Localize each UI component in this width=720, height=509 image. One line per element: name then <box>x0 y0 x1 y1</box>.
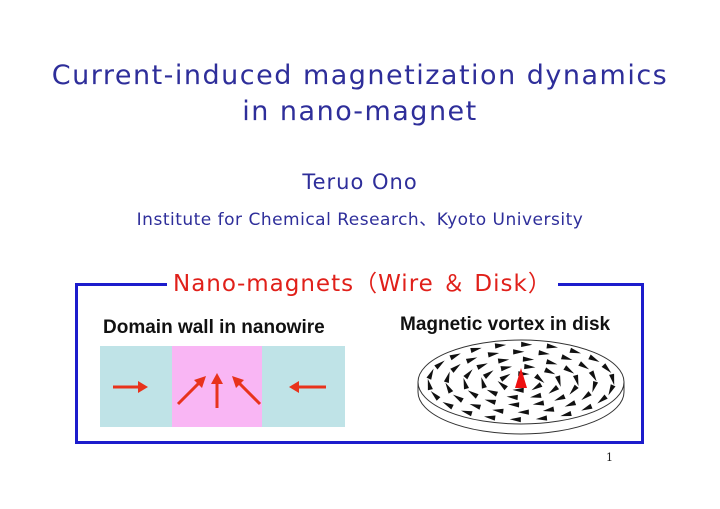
vortex-arrow <box>531 382 543 391</box>
slide-title-line-2: in nano‐magnet <box>242 96 478 127</box>
vortex-arrow <box>532 400 545 406</box>
tilted-arrow-icon <box>211 373 223 408</box>
vortex-arrow <box>463 369 473 380</box>
vortex-arrow <box>601 363 612 373</box>
vortex-arrow <box>513 349 525 355</box>
vortex-arrow <box>512 387 524 393</box>
vortex-arrow <box>506 394 518 401</box>
vortex-arrow <box>434 360 445 370</box>
vortex-arrow <box>450 363 461 373</box>
vortex-arrow <box>564 400 577 407</box>
vortex-arrow <box>486 389 498 397</box>
vortex-arrow <box>517 409 529 415</box>
vortex-arrow <box>535 415 548 421</box>
vortex-arrow <box>445 382 454 394</box>
vortex-arrow <box>507 402 520 408</box>
nanowire-illustration <box>100 346 345 427</box>
vortex-arrow-field <box>426 341 616 423</box>
vortex-arrow <box>463 377 469 390</box>
vortex-arrow <box>569 384 579 395</box>
vortex-arrow <box>609 373 615 386</box>
vortex-arrow <box>530 392 542 398</box>
magnetization-arrows <box>113 373 326 408</box>
slide-title-line-1: Current‐induced magnetization dynamics <box>51 60 669 91</box>
vortex-arrow <box>499 373 511 382</box>
vortex-arrow <box>544 367 556 375</box>
vortex-arrow <box>497 358 510 364</box>
vortex-arrow <box>546 343 558 349</box>
vortex-arrow <box>538 350 550 356</box>
vortex-arrow <box>534 373 545 383</box>
domain-wall-heading: Domain wall in nanowire <box>103 317 325 338</box>
vortex-arrow <box>581 391 592 401</box>
vortex-arrow <box>469 404 481 410</box>
vortex-arrow <box>430 391 441 401</box>
vortex-arrow <box>522 356 535 362</box>
vortex-core-icon <box>515 368 527 388</box>
vortex-arrow <box>521 341 533 347</box>
tilted-arrow-icon <box>232 376 262 406</box>
box-title: Nano‐magnets（Wire ＆ Disk） <box>167 264 558 298</box>
vortex-arrow <box>452 394 464 403</box>
vortex-arrow <box>608 384 616 396</box>
vortex-arrow <box>461 410 473 417</box>
page-number: 1 <box>606 451 613 464</box>
right-arrow-icon <box>113 381 148 393</box>
vortex-arrow <box>465 357 478 364</box>
vortex-arrow <box>497 381 508 391</box>
vortex-arrow <box>563 365 575 374</box>
vortex-arrow <box>581 403 593 411</box>
vortex-disk-illustration <box>417 339 625 435</box>
vortex-arrow <box>443 371 450 383</box>
author-affiliation: Institute for Chemical Research、Kyoto Un… <box>136 210 584 230</box>
vortex-arrow <box>545 359 558 365</box>
left-arrow-icon <box>289 381 326 393</box>
vortex-arrow <box>561 354 573 360</box>
vortex-arrow <box>476 363 488 370</box>
author-name: Teruo Ono <box>302 170 418 194</box>
vortex-arrow <box>492 408 504 414</box>
vortex-arrow <box>467 390 479 399</box>
vortex-arrow <box>481 377 487 389</box>
vortex-arrow <box>578 361 590 370</box>
vortex-arrow <box>449 353 461 361</box>
vortex-arrow <box>484 415 496 421</box>
vortex-arrow <box>588 370 597 382</box>
vortex-arrow <box>509 417 521 423</box>
vortex-arrow <box>542 406 555 412</box>
vortex-arrow <box>442 402 454 410</box>
vortex-arrow <box>555 375 561 387</box>
vortex-arrow <box>554 394 566 401</box>
vortex-arrow <box>500 366 512 372</box>
vortex-arrow <box>470 347 482 353</box>
vortex-arrow <box>573 374 579 387</box>
vortex-arrow <box>588 354 600 362</box>
vortex-arrow <box>487 352 500 358</box>
vortex-arrow <box>597 394 608 404</box>
vortex-arrow <box>569 347 581 354</box>
vortex-heading: Magnetic vortex in disk <box>400 314 611 335</box>
vortex-arrow <box>484 399 497 405</box>
vortex-arrow <box>592 381 599 393</box>
vortex-arrow <box>482 370 494 379</box>
vortex-arrow <box>560 411 572 417</box>
tilted-arrow-icon <box>176 376 206 406</box>
vortex-arrow <box>494 343 507 349</box>
vortex-arrow <box>524 363 536 370</box>
vortex-arrow <box>427 378 433 391</box>
vortex-arrow <box>548 385 560 394</box>
vortex-arrow <box>426 368 434 380</box>
